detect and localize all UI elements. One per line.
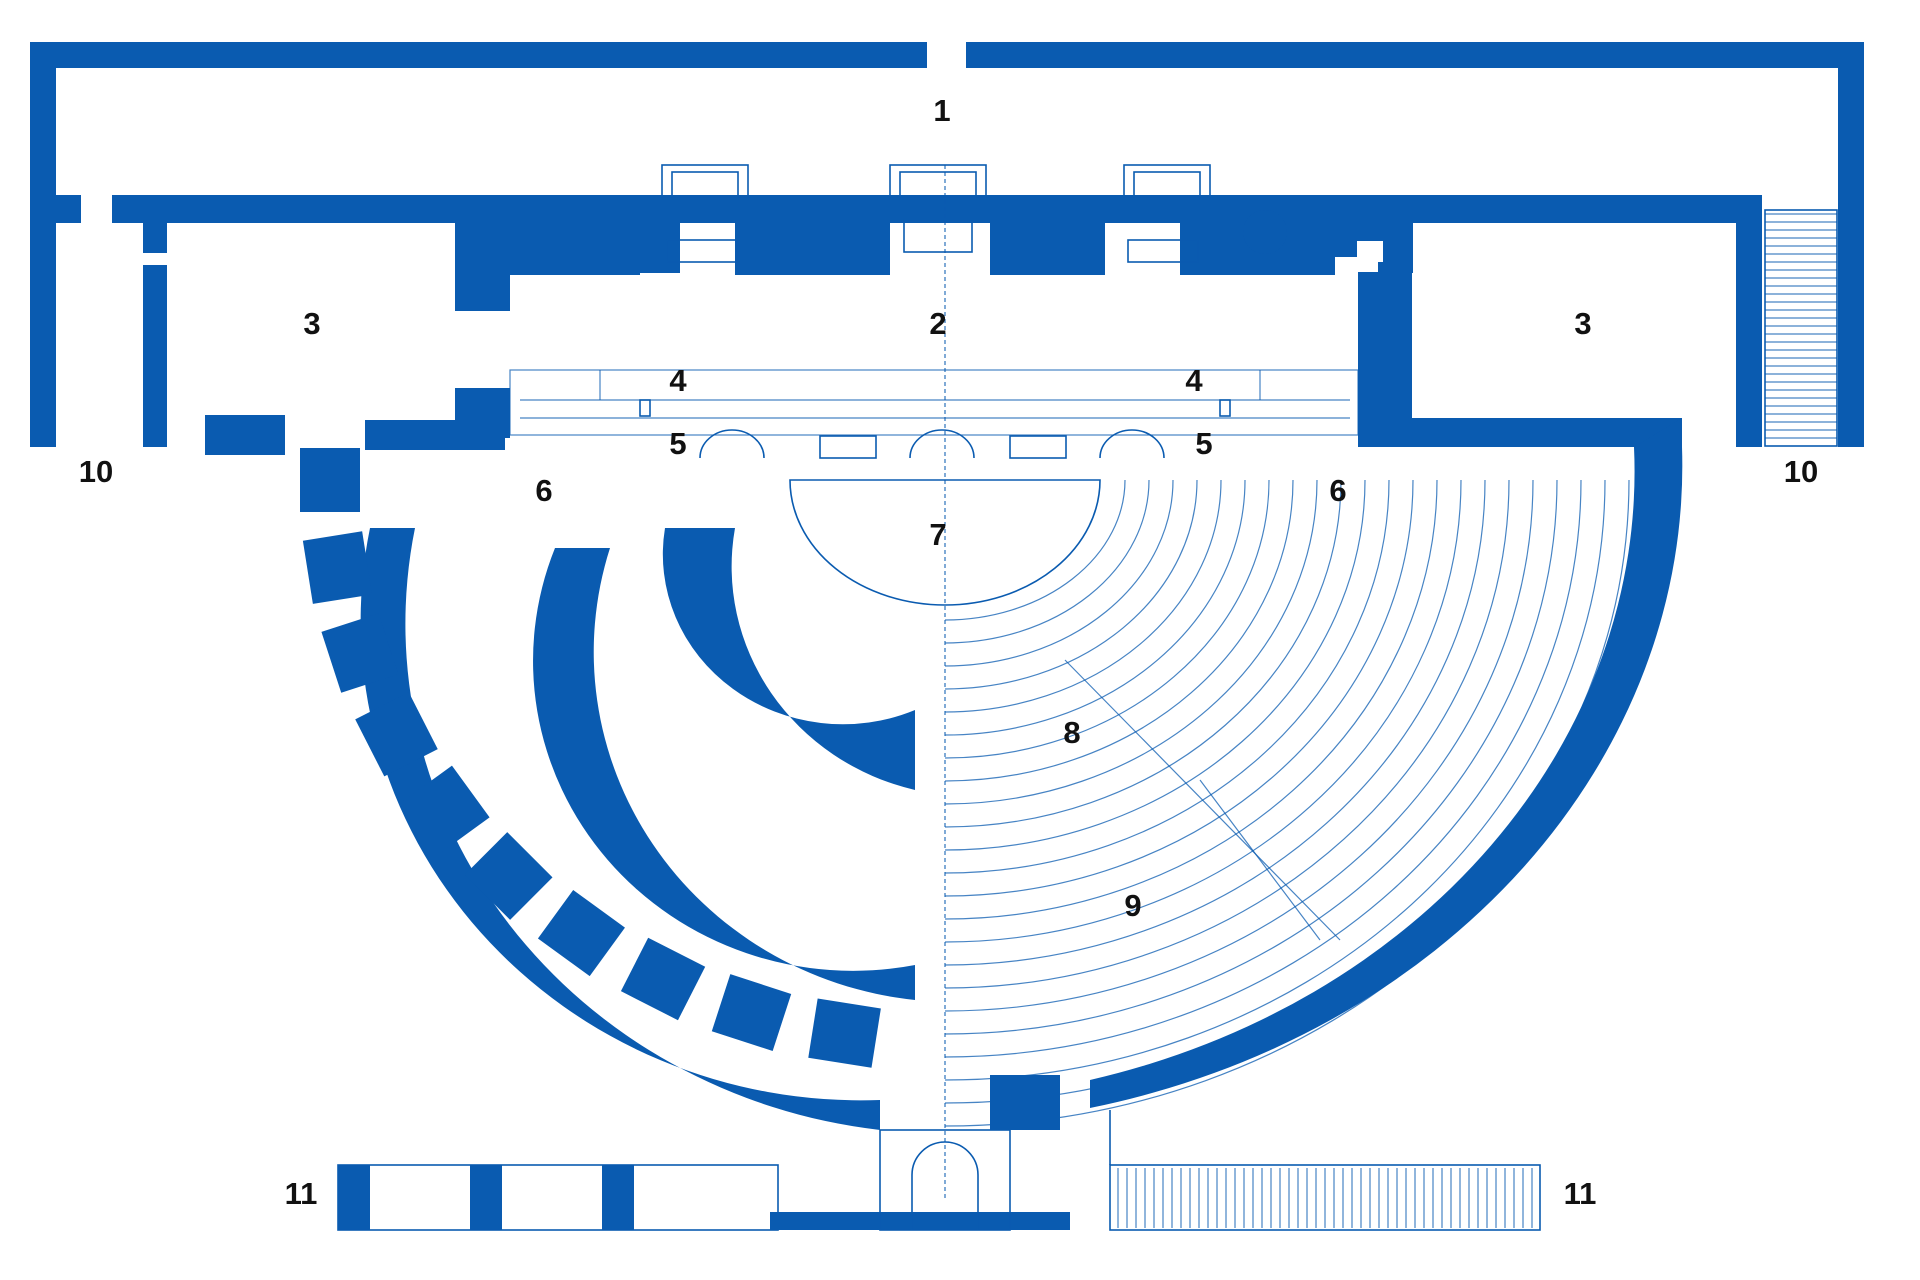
cavea-aisle [1064, 659, 1341, 941]
radial-pier [302, 531, 373, 604]
outer-cavea-wall [1090, 418, 1683, 1108]
cavea-row [944, 479, 1510, 989]
radial-pier [711, 974, 792, 1052]
label-5-right: 5 [1195, 426, 1212, 461]
cavea-row [944, 479, 1126, 621]
label-5-left: 5 [669, 426, 686, 461]
label-9: 9 [1124, 888, 1141, 923]
cavea-row [944, 479, 1294, 782]
cavea-row [944, 479, 1390, 874]
cavea-row [944, 479, 1342, 828]
label-4-right: 4 [1185, 363, 1203, 398]
label-1: 1 [933, 93, 950, 128]
label-4-left: 4 [669, 363, 687, 398]
scene-building [455, 164, 1682, 447]
label-11-left: 11 [285, 1176, 318, 1211]
cavea-row [944, 479, 1270, 759]
label-6-right: 6 [1329, 473, 1346, 508]
label-2: 2 [929, 306, 946, 341]
radial-pier [620, 937, 706, 1021]
label-10-right: 10 [1784, 454, 1818, 489]
cavea-row [944, 479, 1534, 1012]
label-6-left: 6 [535, 473, 552, 508]
area-labels: 1 2 3 3 4 4 5 5 6 6 7 8 9 10 10 11 11 [79, 93, 1818, 1211]
substructure-walls [205, 415, 915, 1130]
cavea-row [944, 479, 1414, 897]
label-8: 8 [1063, 715, 1080, 750]
portico-walls [30, 42, 1864, 447]
radial-pier [321, 613, 399, 693]
label-10-left: 10 [79, 454, 113, 489]
radial-pier [403, 765, 490, 853]
cavea-row [944, 479, 1150, 644]
radial-pier [808, 998, 881, 1068]
cavea-row [944, 479, 1318, 805]
cavea-row [944, 479, 1606, 1081]
cavea-row [944, 479, 1486, 966]
radial-pier [464, 832, 553, 920]
cavea-row [944, 479, 1174, 667]
cavea-row [944, 479, 1366, 851]
label-11-right: 11 [1564, 1176, 1597, 1211]
right-staircase [1764, 209, 1838, 447]
radial-pier [300, 448, 360, 512]
cavea-row [944, 479, 1558, 1035]
radial-pier [537, 889, 625, 977]
cavea-row [944, 479, 1246, 736]
cavea-row [944, 479, 1438, 920]
label-3-left: 3 [303, 306, 320, 341]
cavea-row [944, 479, 1462, 943]
cavea-row [944, 479, 1198, 690]
cavea-row [944, 479, 1222, 713]
label-7: 7 [929, 517, 946, 552]
radial-pier [355, 692, 438, 777]
south-entrance [337, 1075, 1541, 1231]
radial-piers [300, 448, 881, 1068]
pulpitum-niches [639, 399, 1231, 459]
south-staircase [1117, 1168, 1533, 1228]
cavea-row [944, 479, 1582, 1058]
label-3-right: 3 [1574, 306, 1591, 341]
orchestra [789, 479, 1101, 606]
